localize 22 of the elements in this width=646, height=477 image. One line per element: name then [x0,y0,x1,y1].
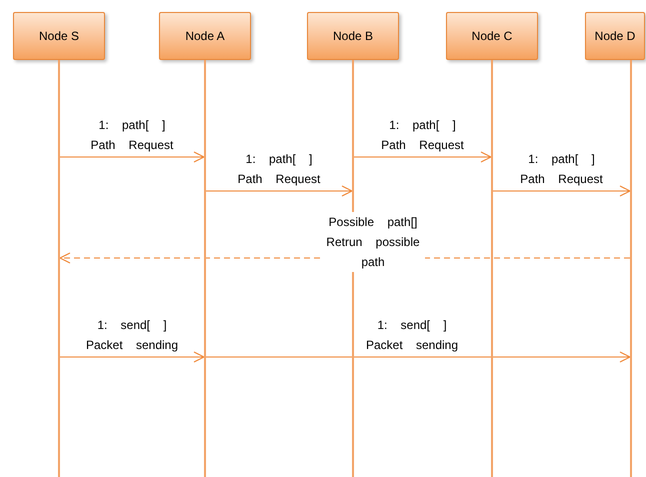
lifeline-header-box: Node D [585,12,645,60]
edge-label: 1: path[ ] Path Request [519,151,604,188]
message-arrow [492,185,631,197]
edge-label: 1: path[ ] Path Request [380,117,465,154]
message-arrow [60,351,205,363]
lifeline [491,60,493,477]
message-arrow [354,151,492,163]
message-arrow [206,351,631,363]
lifeline-header-box: Node C [446,12,538,60]
edge-label: Possible path[] Retrun possible path [321,212,425,272]
lifeline-header-box: Node S [13,12,105,60]
lifeline [630,60,632,477]
lifeline [58,60,60,477]
message-arrow [206,185,353,197]
lifeline-header-box: Node A [159,12,251,60]
edge-label: 1: send[ ] Packet sending [364,317,460,354]
edge-label: 1: send[ ] Packet sending [84,317,180,354]
lifeline [204,60,206,477]
lifeline-header-box: Node B [307,12,399,60]
edge-label: 1: path[ ] Path Request [90,117,174,154]
edge-label: 1: path[ ] Path Request [236,151,322,188]
message-arrow [60,151,205,163]
